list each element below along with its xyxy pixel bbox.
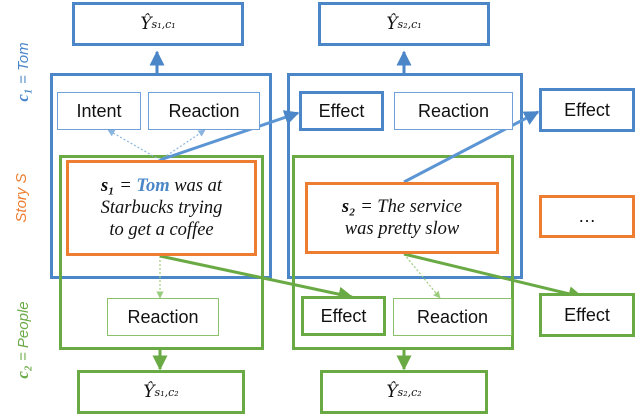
- node-reaction-s1-c1: Reaction: [148, 92, 260, 130]
- node-reaction-s1-c2: Reaction: [107, 298, 219, 336]
- c1-s2-container: [287, 73, 523, 279]
- node-effect-s2-c2: Effect: [301, 296, 386, 336]
- node-effect-s2-c1: Effect: [299, 91, 384, 131]
- node-ellipsis: …: [539, 195, 635, 238]
- label-story: Story S: [13, 173, 30, 223]
- label-c2-people: c₂ = People: [13, 301, 32, 379]
- c1-s1-container: [50, 73, 272, 279]
- c2-s2-container: [292, 155, 514, 350]
- arrow-s1-effect-c2: [159, 254, 354, 302]
- dotted-arrow-reaction-c1: [159, 129, 206, 161]
- sentence-s1: s₁ = Tom was at Starbucks trying to get …: [66, 160, 257, 256]
- node-effect-external-top: Effect: [539, 88, 635, 132]
- node-intent: Intent: [57, 92, 141, 130]
- node-reaction-s2-c2: Reaction: [393, 298, 512, 336]
- node-reaction-s2-c1: Reaction: [394, 92, 513, 130]
- arrow-s2-effect-c1: [403, 110, 540, 184]
- arrow-s2-effect-c2: [403, 252, 584, 302]
- label-c1-tom: c₁ = Tom: [13, 42, 32, 102]
- dotted-arrow-s2-reaction-c2: [403, 253, 441, 299]
- c2-s1-container: [59, 155, 264, 350]
- arrow-s1-effect-c1: [159, 110, 300, 162]
- sentence-s2: s₂ = The service was pretty slow: [305, 182, 499, 254]
- node-effect-external-bottom: Effect: [539, 293, 635, 337]
